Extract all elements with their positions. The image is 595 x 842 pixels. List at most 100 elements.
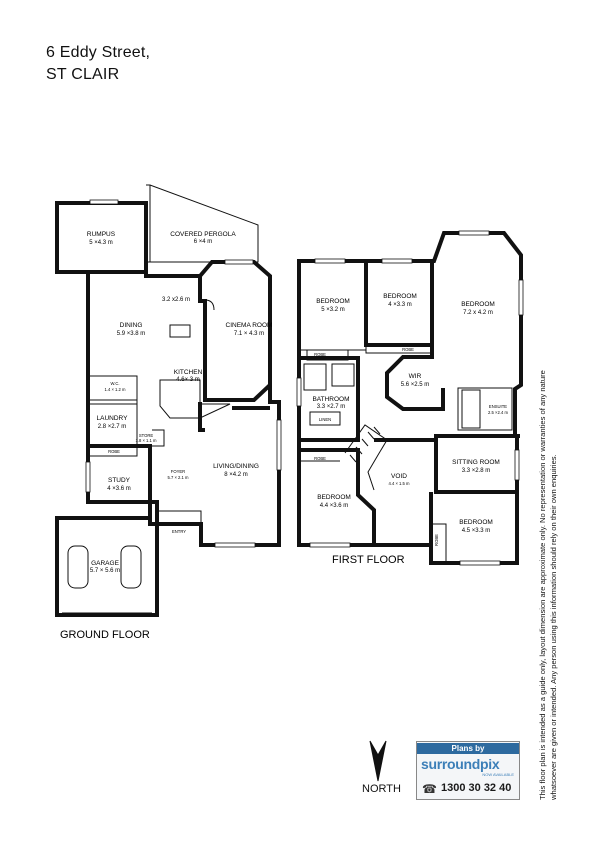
bed1-name: BEDROOM [316,298,350,305]
bed5-dim: 4.5 ×3.3 m [462,528,491,534]
linen-name: LINEN [319,417,331,422]
linen-walls [309,411,341,426]
bathroom-name: BATHROOM [312,396,349,403]
foyer-name: FOYER [171,469,185,474]
ensuite-walls [457,387,513,431]
bed3-name: BEDROOM [461,301,495,308]
north-arrow-icon [369,740,387,782]
wc-walls [88,375,138,405]
bed3-side-window [518,279,524,316]
entry-name: ENTRY [172,529,186,534]
living-name: LIVING/DINING [213,463,259,470]
pergola-outline [146,184,259,263]
bed2-dim: 4 ×3.3 m [388,302,412,308]
dining-table [169,324,191,338]
sitting-window [514,449,520,481]
sitting-dim: 3.3 ×2.8 m [462,468,491,474]
bathroom-window [296,377,302,407]
wir-name: WIR [409,373,422,380]
store-dim: 1.8 × 1.1 m [135,438,157,443]
rumpus-window [89,199,119,205]
wir-dim: 5.6 ×2.5 m [401,382,430,388]
cinema-dim: 7.1 × 4.3 m [234,331,264,337]
robe4-walls [431,523,447,563]
logo-brand: surroundpix [421,756,500,772]
kitchen-dim: 4.6× 3 m [176,377,200,383]
study-dim: 4 ×3.6 m [107,486,131,492]
bathroom-walls [299,356,360,442]
study-name: STUDY [108,477,131,484]
stairs [344,424,388,491]
robe4-name: ROBE [434,534,439,546]
ground-robe-name: ROBE [108,449,120,454]
wc-name: W.C. [110,381,119,386]
foyer-dim: 5.7 × 2.1 m [167,475,189,480]
kitchen-island [159,379,231,419]
study-window [85,461,91,493]
rumpus-name: RUMPUS [87,231,116,238]
rumpus-dim: 5 ×4.3 m [89,240,113,246]
address-line-2: ST CLAIR [46,66,120,83]
bed5-name: BEDROOM [459,519,493,526]
cinema-door [204,299,215,311]
garage-name: GARAGE [91,560,119,567]
cinema-walls [198,276,272,402]
living-walls [198,402,270,432]
laundry-dim: 2.8 ×2.7 m [98,424,127,430]
bed1-dim: 5 ×3.2 m [321,307,345,313]
address-line-1: 6 Eddy Street, [46,44,151,61]
pergola-dim: 6 ×4 m [194,239,213,245]
disclaimer-line-1: This floor plan is intended as a guide o… [538,370,547,800]
first-floor-labels: BEDROOM 5 ×3.2 m BEDROOM 4 ×3.3 m BEDROO… [312,293,508,566]
garage-car-1 [67,545,89,589]
living-window [276,419,282,471]
void-walls [374,434,520,442]
bed2-window [381,258,413,264]
bath-tub [303,363,327,391]
bed4-walls [299,448,376,545]
bed4-window [309,542,351,548]
bathroom-dim: 3.3 ×2.7 m [317,404,346,410]
bed3-window [458,230,490,236]
bed5-window [459,560,501,566]
ground-floor-label: GROUND FLOOR [60,629,150,641]
garage-walls [55,516,159,617]
ground-floor-labels: RUMPUS 5 ×4.3 m COVERED PERGOLA 6 ×4 m 3… [60,231,272,641]
ground-floor-plan [55,184,282,617]
void-dim: 4.4 × 1.5 m [388,481,410,486]
garage-dim: 5.7 × 5.6 m [90,568,120,574]
north-label: NORTH [362,783,401,795]
store-walls [150,429,165,447]
laundry-walls [88,399,138,447]
living-window-bottom [214,542,256,548]
cinema-window [224,259,254,265]
phone-icon: ☎ [422,782,437,796]
bed2-name: BEDROOM [383,293,417,300]
surroundpix-logo: Plans by surroundpix NOW AVAILABLE ☎ 130… [416,741,520,800]
dining-dim: 5.9 ×3.8 m [117,331,146,337]
disclaimer-line-2: whatsoever are given or intended. Any pe… [549,454,558,800]
entry-walls [156,510,202,525]
bath-shower [331,363,355,387]
bed4-dim: 4.4 ×3.6 m [320,503,349,509]
robe1-name: ROBE [314,352,326,357]
garage-car-2 [120,545,142,589]
first-floor-plan [296,230,524,566]
logo-subtext: NOW AVAILABLE [482,772,514,777]
logo-phone: 1300 30 32 40 [441,782,512,794]
wc-dim: 1.4 × 1.2 m [104,387,126,392]
living-dim: 8 ×4.2 m [224,472,248,478]
dining-name: DINING [120,322,143,329]
sitting-walls [434,436,517,494]
kitchen-name: KITCHEN [174,369,203,376]
bed4-name: BEDROOM [317,494,351,501]
robe2-name: ROBE [402,347,414,352]
alfresco-dim: 3.2 x2.6 m [162,297,190,303]
pergola-name: COVERED PERGOLA [170,231,236,238]
bed1-window [314,258,346,264]
void-name: VOID [391,473,407,480]
ensuite-shower [461,389,481,429]
logo-plans-by: Plans by [417,743,519,754]
robe3-name: ROBE [314,456,326,461]
